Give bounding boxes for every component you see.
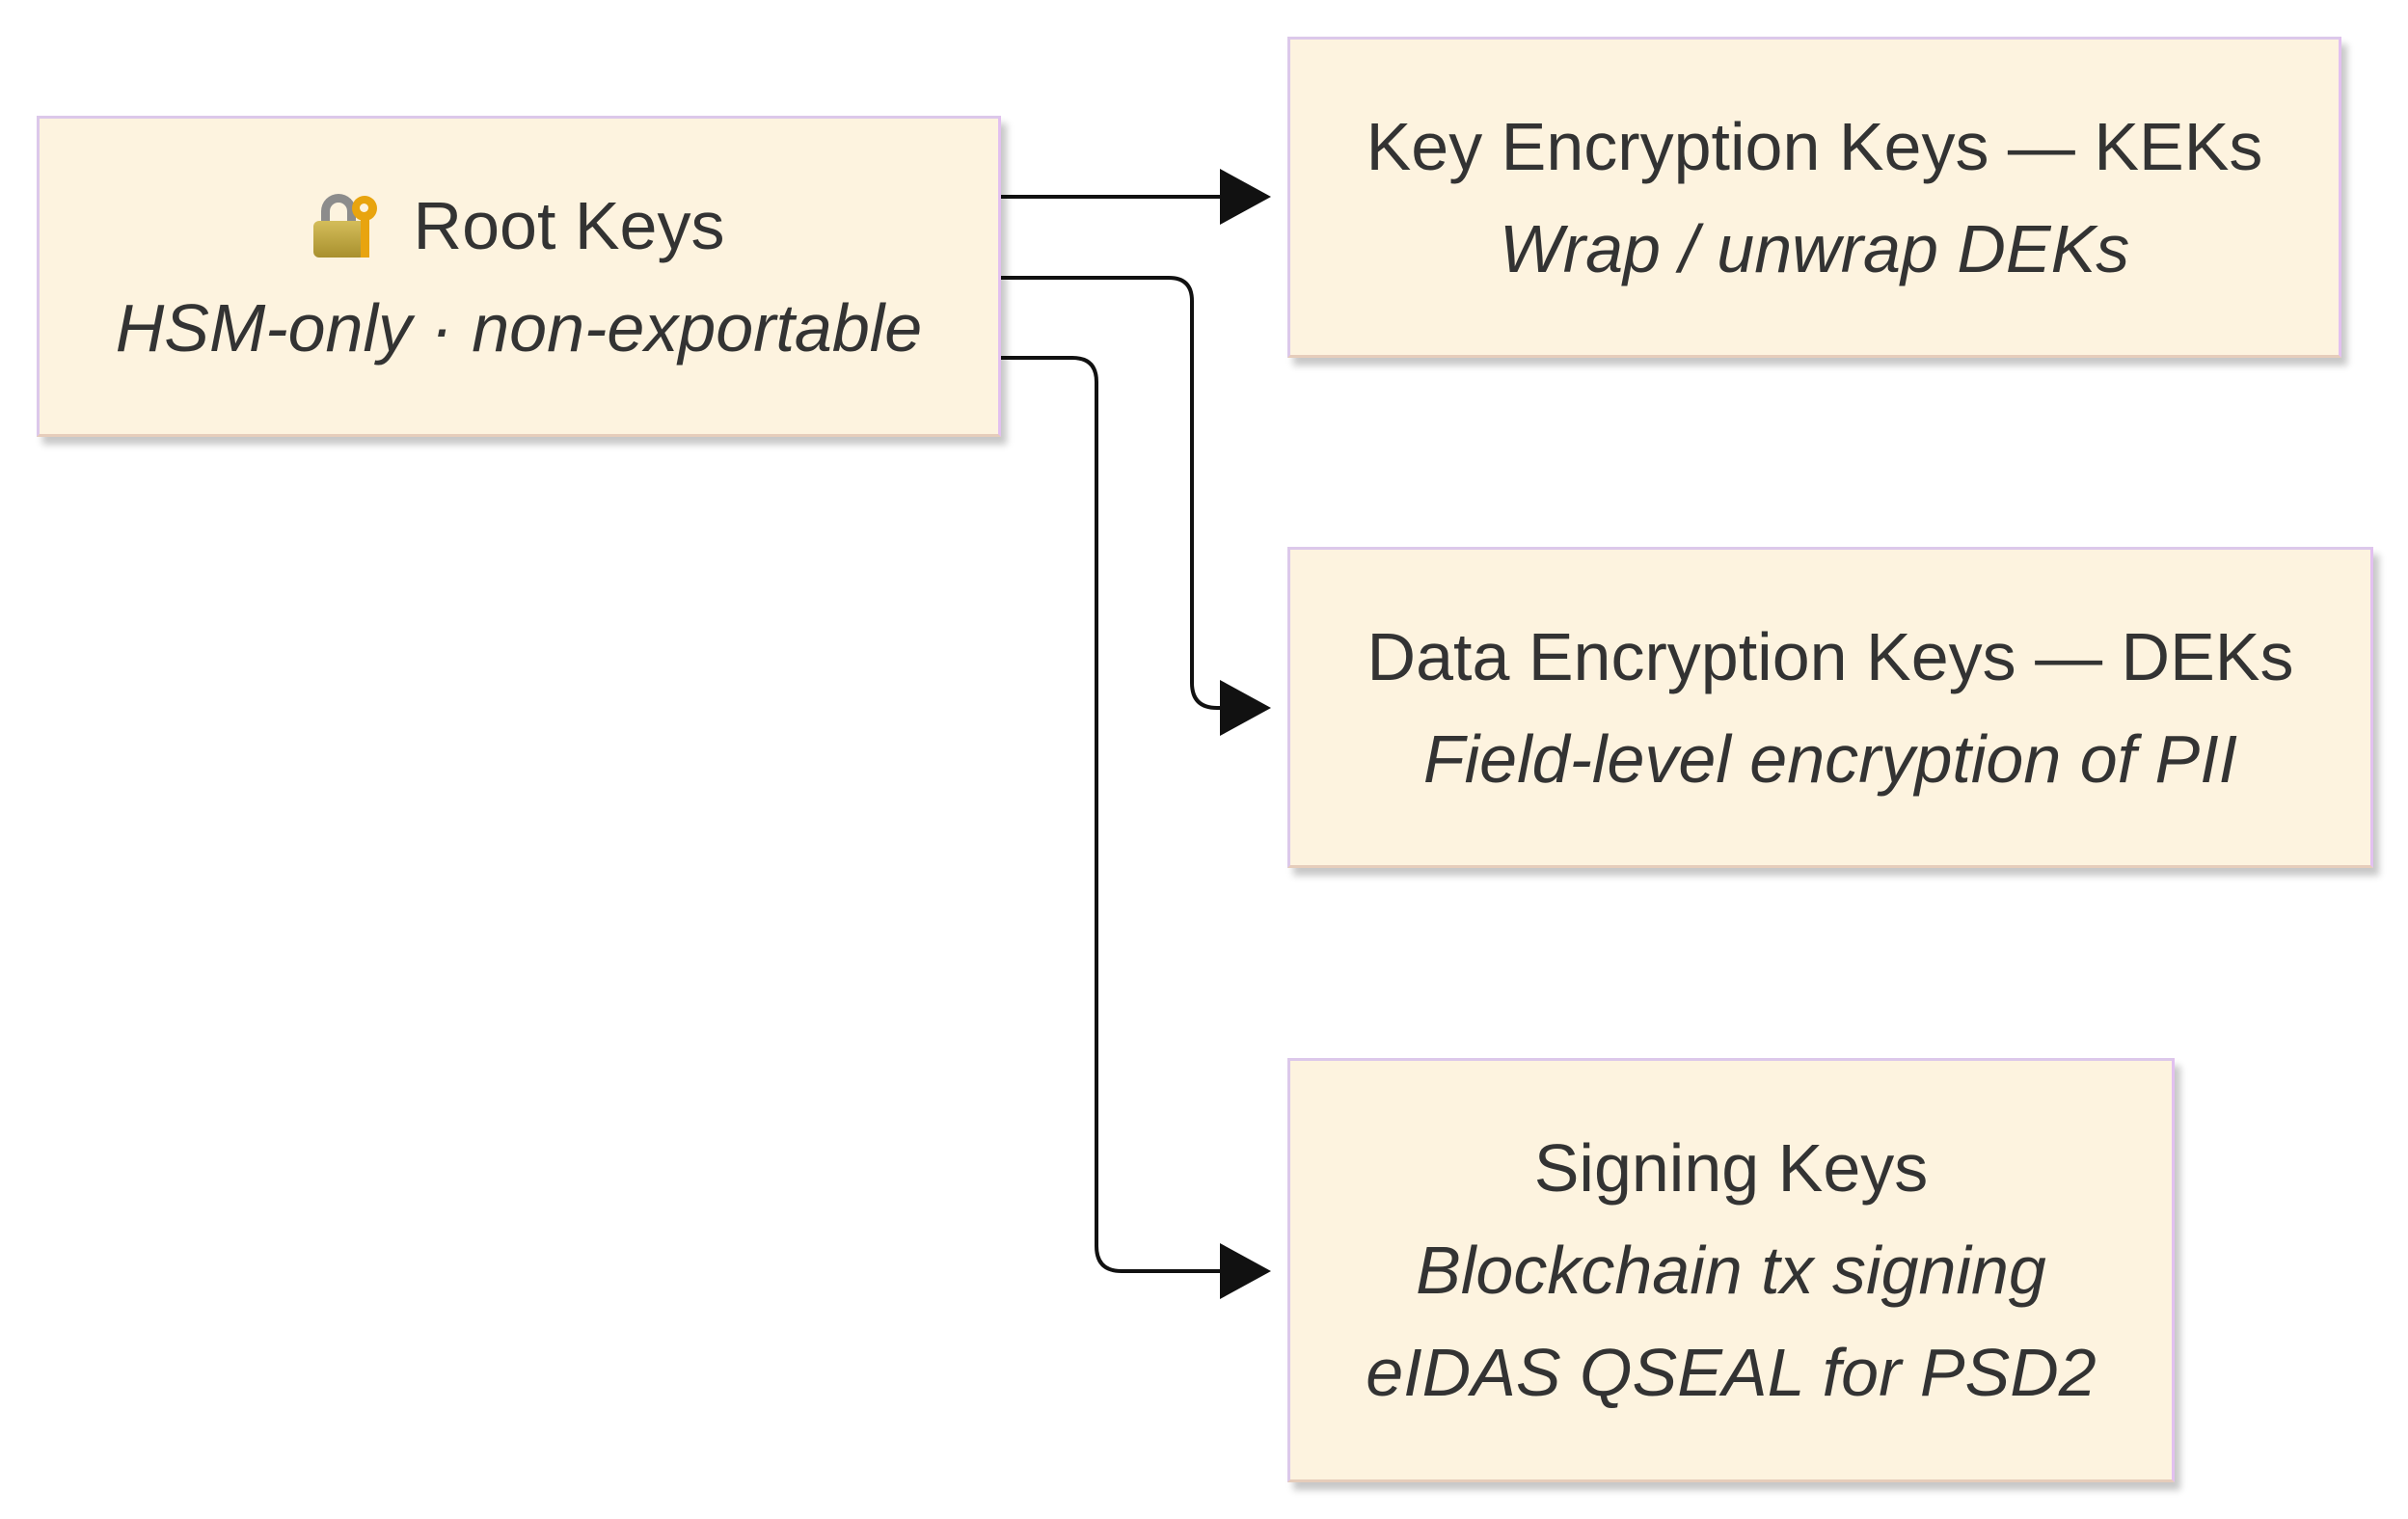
node-root-keys-subtitle: HSM-only · non-exportable <box>115 289 923 366</box>
arrowhead-dek <box>1220 680 1271 736</box>
node-dek-title: Data Encryption Keys — DEKs <box>1366 618 2294 694</box>
node-root-keys[interactable]: Root Keys HSM-only · non-exportable <box>37 116 1001 437</box>
node-kek-subtitle: Wrap / unwrap DEKs <box>1499 210 2130 286</box>
node-signing-keys-subtitle-2: eIDAS QSEAL for PSD2 <box>1366 1335 2097 1410</box>
arrowhead-signing <box>1220 1243 1271 1299</box>
node-kek-title: Key Encryption Keys — KEKs <box>1366 108 2263 184</box>
node-signing-keys-subtitle-1: Blockchain tx signing <box>1416 1233 2046 1308</box>
edge-root-to-signing <box>1000 356 1220 1273</box>
node-dek[interactable]: Data Encryption Keys — DEKs Field-level … <box>1287 547 2373 868</box>
lock-with-key-icon <box>312 193 377 258</box>
node-kek[interactable]: Key Encryption Keys — KEKs Wrap / unwrap… <box>1287 37 2341 358</box>
node-signing-keys[interactable]: Signing Keys Blockchain tx signing eIDAS… <box>1287 1058 2175 1482</box>
node-signing-keys-title: Signing Keys <box>1533 1130 1929 1206</box>
node-root-keys-title: Root Keys <box>413 187 725 263</box>
node-dek-subtitle: Field-level encryption of PII <box>1422 720 2238 797</box>
arrowhead-kek <box>1220 169 1271 225</box>
edge-root-to-dek <box>1000 276 1220 710</box>
